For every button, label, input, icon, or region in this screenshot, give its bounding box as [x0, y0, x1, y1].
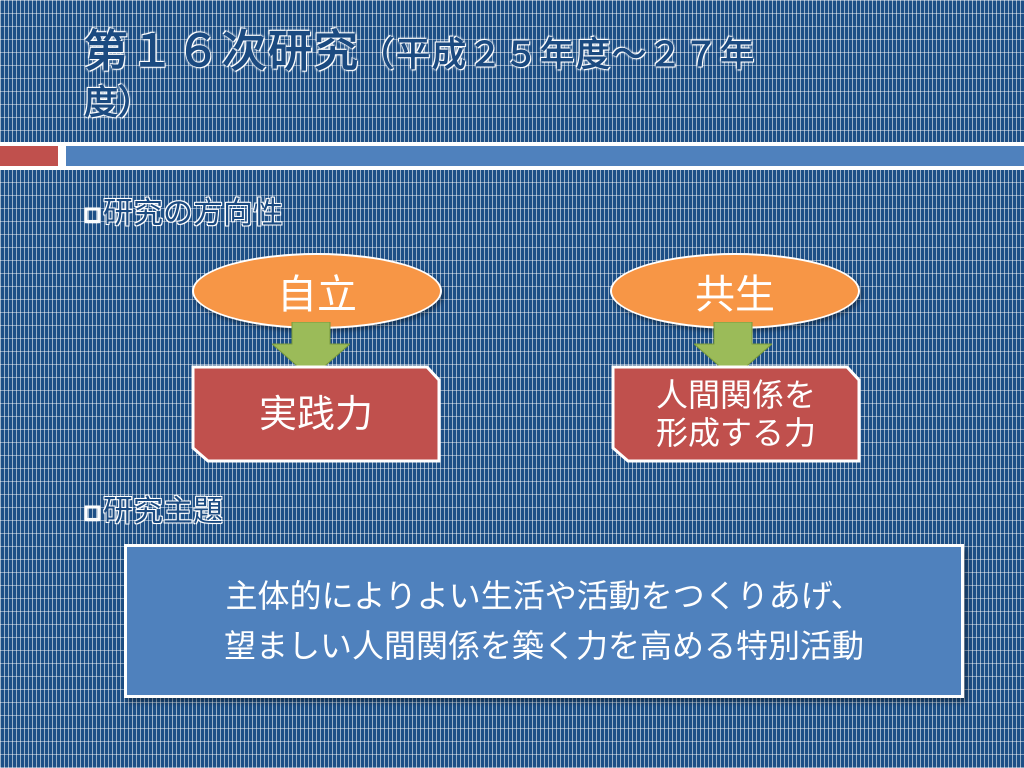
title-subtitle: （平成２５年度～２７年	[360, 35, 756, 75]
title-main: 第１６次研究	[84, 26, 360, 77]
square-bullet-icon: □	[84, 502, 102, 523]
title-continuation: 度）	[84, 83, 152, 123]
result-box-shape	[611, 365, 861, 463]
result-line-1: 人間関係を	[655, 376, 816, 414]
oval-independence-label: 自立	[277, 272, 357, 318]
down-arrow-icon	[694, 322, 772, 378]
result-box-practical-ability: 実践力	[190, 364, 442, 464]
research-theme-line-1: 主体的によりよい生活や活動をつくりあげ、	[225, 577, 863, 615]
section-heading-direction: □研究の方向性	[84, 188, 283, 232]
slide-title: 第１６次研究（平成２５年度～２７年 度）	[84, 22, 984, 133]
section-heading-theme: □研究主題	[84, 486, 223, 530]
divider-blue-bar	[66, 146, 1024, 166]
oval-coexistence: 共生	[610, 253, 860, 329]
research-theme-box: 主体的によりよい生活や活動をつくりあげ、 望ましい人間関係を築く力を高める特別活…	[124, 544, 964, 698]
result-box-relationship-ability: 人間関係を 形成する力	[610, 364, 862, 464]
result-box-relationship-ability-label: 人間関係を 形成する力	[610, 364, 862, 464]
title-divider	[0, 142, 1024, 170]
down-arrow-icon	[272, 322, 350, 378]
result-line-2: 形成する力	[655, 414, 816, 452]
divider-red-accent	[0, 146, 58, 166]
oval-coexistence-label: 共生	[695, 272, 775, 318]
section-heading-direction-text: 研究の方向性	[103, 196, 284, 231]
section-heading-theme-text: 研究主題	[103, 494, 224, 529]
oval-independence: 自立	[192, 253, 442, 329]
result-box-practical-ability-label: 実践力	[258, 392, 373, 436]
research-theme-line-2: 望ましい人間関係を築く力を高める特別活動	[223, 627, 864, 665]
result-box-shape	[191, 365, 441, 463]
square-bullet-icon: □	[84, 204, 102, 225]
